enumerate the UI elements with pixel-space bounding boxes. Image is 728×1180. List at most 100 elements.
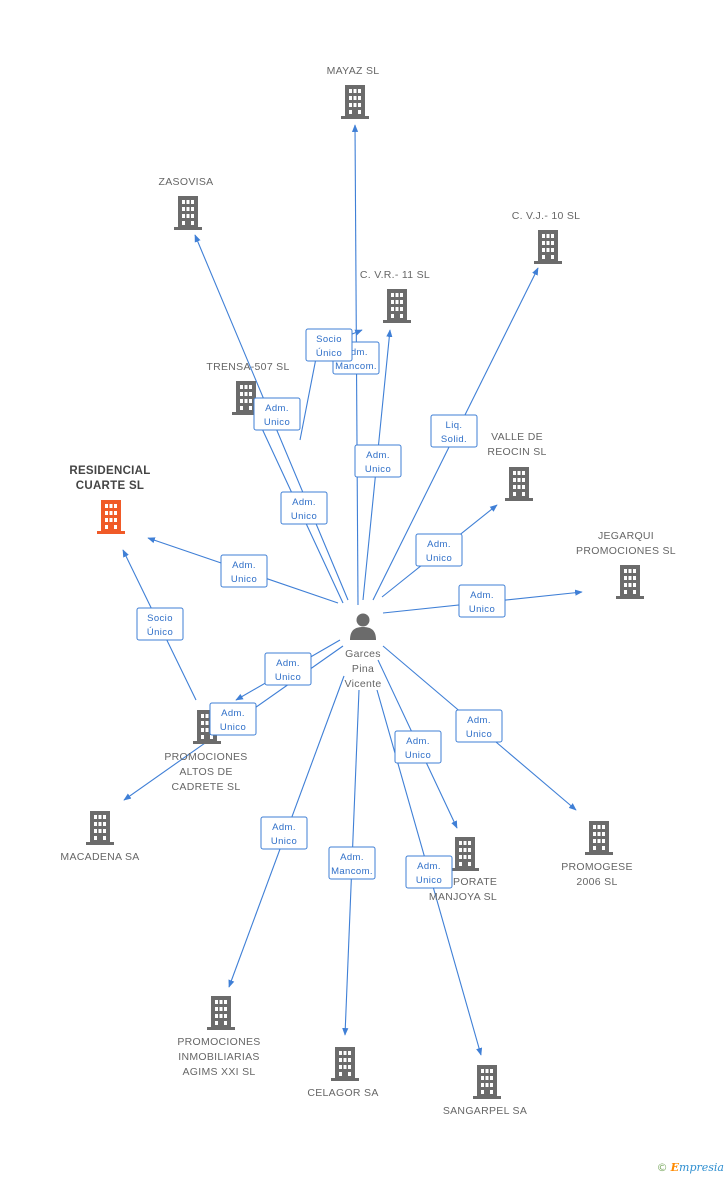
node-mayaz[interactable]: MAYAZ SL: [327, 65, 380, 119]
edge-label-garces-cvr11[interactable]: Adm. Unico: [354, 444, 402, 478]
edge-label-line: Adm.: [427, 539, 451, 550]
edge-label-line: Adm.: [366, 450, 390, 461]
edge-label-line: Unico: [231, 574, 257, 585]
edge-label-line: Adm.: [265, 403, 289, 414]
brand-text: mpresia: [679, 1161, 724, 1174]
building-icon: [86, 811, 114, 845]
edge-label-line: Mancom.: [335, 361, 377, 372]
edge-label-garces-agims[interactable]: Adm. Unico: [260, 816, 308, 850]
edge-label-garces-macadena[interactable]: Adm. Unico: [209, 702, 257, 736]
edge-label-garces-celagor[interactable]: Adm.Mancom.: [328, 846, 376, 880]
node-promogese[interactable]: PROMOGESE 2006 SL: [561, 821, 633, 888]
edge-label-garces-trensa[interactable]: Adm. Unico: [280, 491, 328, 525]
node-label: PROMOCIONES SL: [576, 545, 676, 557]
edge-label-garces-altos[interactable]: Adm. Unico: [264, 652, 312, 686]
nodes-layer: MAYAZ SL ZASOVISA C. V.J.- 10 SL C. V.R.- 1…: [60, 65, 676, 1117]
node-label: CADRETE SL: [172, 781, 241, 793]
edge-label-line: Unico: [405, 750, 431, 761]
edge-label-line: Unico: [264, 417, 290, 428]
building-icon: [585, 821, 613, 855]
node-label: 2006 SL: [576, 876, 617, 888]
node-zasovisa[interactable]: ZASOVISA: [159, 176, 214, 230]
node-sangarpel[interactable]: SANGARPEL SA: [443, 1065, 527, 1117]
node-agims[interactable]: PROMOCIONES INMOBILIARIAS AGIMS XXI SL: [177, 996, 260, 1078]
node-label: RESIDENCIAL: [69, 465, 150, 477]
building-icon: [383, 289, 411, 323]
edge-label-line: Adm.: [232, 560, 256, 571]
node-label: PROMOCIONES: [177, 1036, 260, 1048]
edge-label-line: Unico: [426, 553, 452, 564]
node-label: PROMOGESE: [561, 861, 633, 873]
node-label: REOCIN SL: [487, 446, 546, 458]
node-residencial[interactable]: RESIDENCIAL CUARTE SL: [69, 465, 150, 534]
node-label: TRENSA-507 SL: [206, 361, 289, 373]
edge-label-line: Unico: [365, 464, 391, 475]
edge-label-line: Adm.: [417, 861, 441, 872]
edge-label-line: Adm.: [406, 736, 430, 747]
node-label: C. V.R.- 11 SL: [360, 269, 430, 281]
edge-label-line: Unico: [275, 672, 301, 683]
edge-label-line: Unico: [291, 511, 317, 522]
node-label: MACADENA SA: [60, 851, 139, 863]
edge-label-garces-valle[interactable]: Adm. Unico: [415, 533, 463, 567]
edge-label-garces-zasovisa[interactable]: Adm. Unico: [253, 397, 301, 431]
edge-label-garces-sangarpel[interactable]: Adm. Unico: [405, 855, 453, 889]
brand-watermark: ©Empresia: [657, 1161, 724, 1174]
node-celagor[interactable]: CELAGOR SA: [307, 1047, 378, 1099]
building-icon: [534, 230, 562, 264]
building-icon: [341, 85, 369, 119]
node-label: Vicente: [345, 678, 382, 690]
node-label: JEGARQUI: [598, 530, 654, 542]
edge-label-line: Adm.: [344, 347, 368, 358]
building-icon: [331, 1047, 359, 1081]
node-label: Pina: [352, 663, 374, 675]
edge-label-garces-corporate[interactable]: Adm. Unico: [394, 730, 442, 764]
edge-label-line: Adm.: [276, 658, 300, 669]
edge-label-line: Unico: [469, 604, 495, 615]
edge-label-line: Adm.: [221, 708, 245, 719]
edge-label-line: Solid.: [441, 434, 467, 445]
building-icon: [174, 196, 202, 230]
edge-label-line: Unico: [416, 875, 442, 886]
node-label: CELAGOR SA: [307, 1087, 378, 1099]
edges-layer: [122, 124, 583, 1056]
node-cvr11[interactable]: C. V.R.- 11 SL: [360, 269, 430, 323]
node-trensa[interactable]: TRENSA-507 SL: [206, 361, 289, 415]
building-icon: [616, 565, 644, 599]
building-icon: [473, 1065, 501, 1099]
node-label: CUARTE SL: [76, 480, 145, 492]
edge-label-garces-jegarqui[interactable]: Adm.Unico: [458, 584, 506, 618]
edge-label-line: Socio: [316, 334, 342, 345]
edge-label-line: Único: [147, 627, 173, 638]
node-label: ALTOS DE: [179, 766, 232, 778]
edge-label-line: Mancom.: [331, 866, 373, 877]
edge-label-garces-residencial[interactable]: Adm. Unico: [220, 554, 268, 588]
edge-label-line: Liq.: [446, 420, 463, 431]
edge-label-line: Adm.: [467, 715, 491, 726]
edge-label-garces-cvj10[interactable]: Liq. Solid.: [430, 414, 478, 448]
edge-label-line: Unico: [271, 836, 297, 847]
node-cvj10[interactable]: C. V.J.- 10 SL: [512, 210, 581, 264]
node-altos[interactable]: PROMOCIONES ALTOS DE CADRETE SL: [164, 710, 247, 793]
edge-label-line: Adm.: [292, 497, 316, 508]
edge-label-garces-promogese[interactable]: Adm. Unico: [455, 709, 503, 743]
building-icon: [451, 837, 479, 871]
node-label: MAYAZ SL: [327, 65, 380, 77]
edge-label-line: Socio: [147, 613, 173, 624]
edge-label-line: Unico: [466, 729, 492, 740]
node-label: INMOBILIARIAS: [178, 1051, 260, 1063]
node-label: ZASOVISA: [159, 176, 214, 188]
edge-label-line: Unico: [220, 722, 246, 733]
edge-label-line: Adm.: [272, 822, 296, 833]
node-label: Garces: [345, 648, 381, 660]
node-macadena[interactable]: MACADENA SA: [60, 811, 139, 863]
node-label: C. V.J.- 10 SL: [512, 210, 581, 222]
node-label: AGIMS XXI SL: [182, 1066, 255, 1078]
node-jegarqui[interactable]: JEGARQUI PROMOCIONES SL: [576, 530, 676, 599]
node-label: PROMOCIONES: [164, 751, 247, 763]
